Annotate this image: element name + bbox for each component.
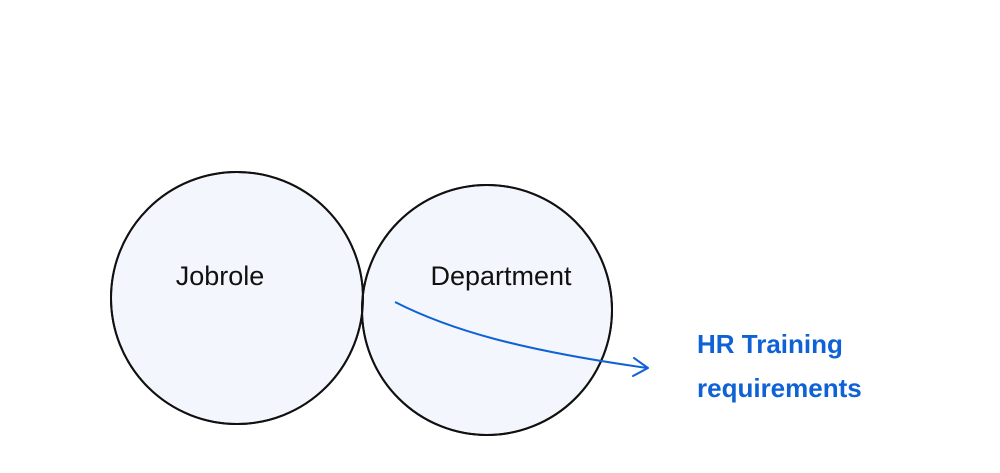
callout-line-2: requirements — [697, 373, 862, 403]
callout-arrow-line — [394, 301, 648, 369]
set-circle-jobrole — [110, 171, 364, 425]
set-label-department: Department — [430, 261, 572, 291]
set-circle-department — [361, 184, 613, 436]
set-outline-department — [361, 184, 613, 436]
set-label-jobrole: Jobrole — [176, 261, 265, 291]
intersection-callout: HR Training requirements — [697, 322, 862, 410]
callout-line-1: HR Training — [697, 329, 843, 359]
callout-arrow-head — [632, 357, 649, 377]
